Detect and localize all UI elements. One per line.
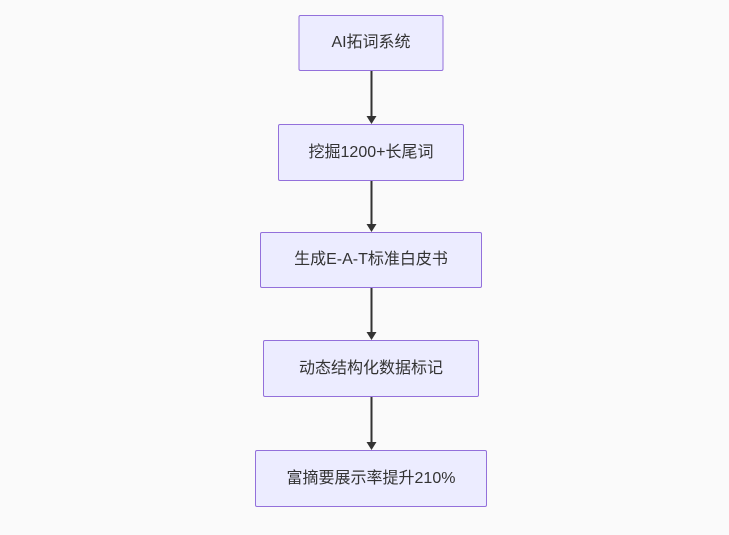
edge-line <box>370 181 372 224</box>
edge-line <box>370 397 372 442</box>
flow-node-label: 富摘要展示率提升210% <box>286 469 456 487</box>
flow-node-eat-whitepaper: 生成E-A-T标准白皮书 <box>260 232 482 288</box>
arrow-down-icon <box>366 116 376 124</box>
flow-edge-1 <box>366 71 377 124</box>
flow-node-label: 动态结构化数据标记 <box>298 359 443 377</box>
flow-node-ai-word-system: AI拓词系统 <box>298 15 444 71</box>
flow-node-longtail-mining: 挖掘1200+长尾词 <box>278 124 464 181</box>
arrow-down-icon <box>366 332 376 340</box>
flow-node-structured-data-markup: 动态结构化数据标记 <box>263 340 479 397</box>
flow-edge-2 <box>366 181 377 232</box>
edge-line <box>370 71 372 116</box>
arrow-down-icon <box>366 224 376 232</box>
edge-line <box>370 288 372 332</box>
flow-edge-4 <box>366 397 377 450</box>
flow-node-label: 生成E-A-T标准白皮书 <box>294 251 448 269</box>
arrow-down-icon <box>366 442 376 450</box>
flow-edge-3 <box>366 288 377 340</box>
flow-node-label: 挖掘1200+长尾词 <box>308 143 434 161</box>
flow-node-label: AI拓词系统 <box>331 34 411 52</box>
flow-node-rich-snippet-result: 富摘要展示率提升210% <box>255 450 487 507</box>
